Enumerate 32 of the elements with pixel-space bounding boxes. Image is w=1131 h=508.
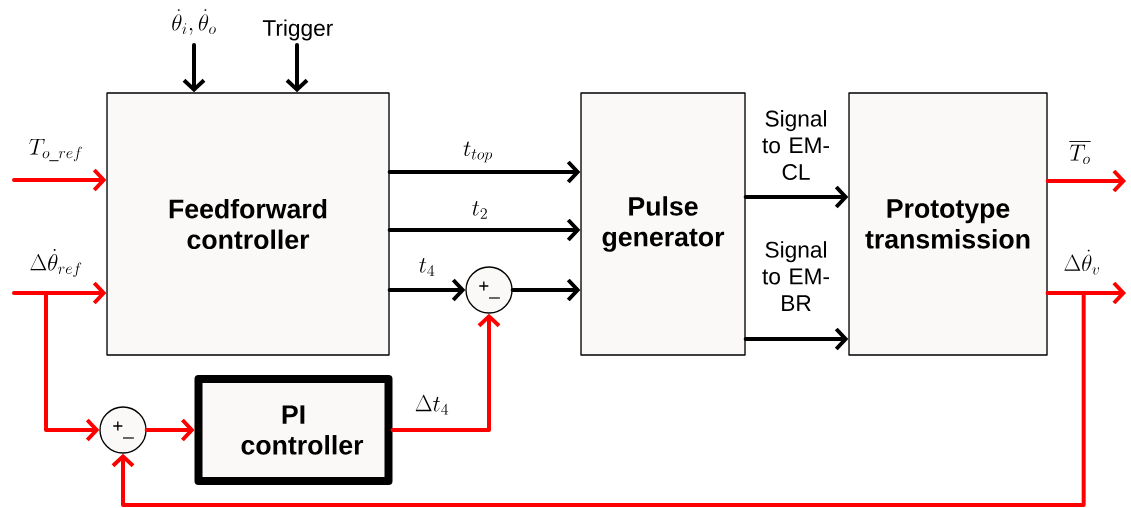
summing-junction: + _ xyxy=(465,266,513,314)
edge-label: Signal to EM-BR xyxy=(762,241,829,311)
arrow xyxy=(182,43,206,93)
edge-label: $T_{o\_ref}$ xyxy=(29,138,82,162)
arrow xyxy=(387,278,466,302)
summing-junction: + _ xyxy=(99,406,147,454)
block-box: Prototype transmission xyxy=(848,92,1048,356)
arrow xyxy=(390,313,501,432)
edge-label: $t_{top}$ xyxy=(463,141,493,163)
edge-label: $\Delta\dot{\theta}_{ref}$ xyxy=(30,249,82,278)
block-box: Feedforward controller xyxy=(106,92,390,356)
edge-label: $t_4$ xyxy=(419,257,435,276)
arrow xyxy=(285,43,309,93)
arrow xyxy=(12,168,107,192)
arrow xyxy=(510,278,581,302)
edge-label: $\Delta\dot{\theta}_v$ xyxy=(1064,249,1100,275)
arrow xyxy=(387,160,581,184)
arrow xyxy=(12,281,107,305)
edge-label: $t_2$ xyxy=(472,200,487,219)
edge-label: $\overline{T_o}$ xyxy=(1069,141,1091,165)
arrow xyxy=(743,185,849,209)
block-box: Pulse generator xyxy=(580,92,746,356)
arrow xyxy=(1045,169,1126,193)
edge-label: Signal to EM-CL xyxy=(762,110,829,180)
arrow xyxy=(743,327,849,351)
arrow xyxy=(144,418,195,442)
edge-label: $\Delta t_4$ xyxy=(415,394,449,415)
arrow xyxy=(111,291,1086,507)
edge-label: $\dot{\theta}_i, \dot{\theta}_o$ xyxy=(172,9,216,35)
block-box: PI controller xyxy=(194,375,393,485)
edge-label: Trigger xyxy=(262,19,333,41)
arrow xyxy=(387,218,581,242)
